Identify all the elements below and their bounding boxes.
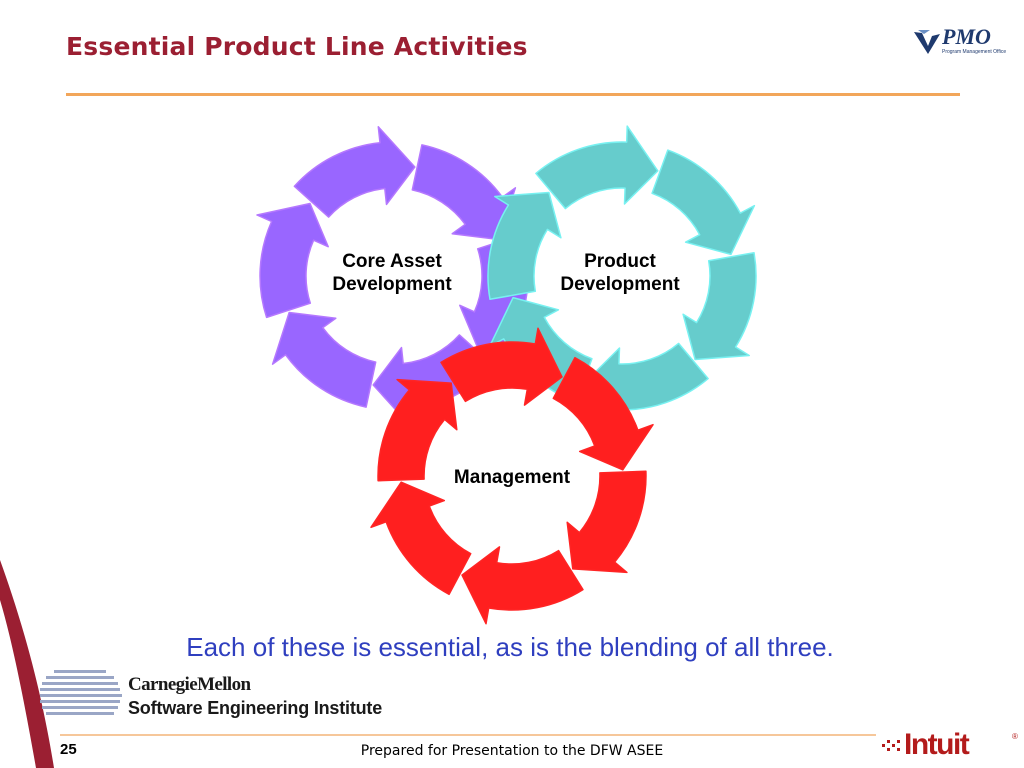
pmo-logo: PMO Program Management Office	[912, 24, 1012, 60]
intuit-logo-text: Intuit	[904, 728, 970, 761]
management-cycle	[370, 327, 654, 625]
cycle-arrow	[256, 202, 329, 319]
slide-title: Essential Product Line Activities	[66, 32, 528, 61]
cycle-arrow	[370, 481, 472, 596]
page-number: 25	[60, 741, 77, 758]
cycle-label-management: Management	[453, 467, 571, 488]
intuit-logo: Intuit ®	[880, 728, 1020, 764]
cycle-label-product-development: Product Development	[560, 251, 680, 295]
cycle-arrow	[271, 311, 377, 408]
cycle-arrow	[377, 378, 458, 482]
cycle-arrow	[293, 126, 416, 218]
cycle-label-core-asset-development: Core Asset Development	[332, 251, 452, 295]
cycle-arrow	[566, 470, 647, 574]
cycle-arrow	[552, 356, 654, 471]
cycle-arrow	[461, 546, 584, 625]
cycle-arrow	[535, 125, 659, 210]
intuit-dots-icon	[882, 740, 900, 751]
cycle-arrow	[440, 327, 563, 406]
cmu-logo-institute: Software Engineering Institute	[128, 698, 383, 718]
cmu-stripes-icon	[40, 670, 122, 715]
footer-text: Prepared for Presentation to the DFW ASE…	[360, 743, 664, 759]
cmu-logo-name: CarnegieMellon	[128, 674, 251, 695]
cmu-sei-logo: CarnegieMellon Software Engineering Inst…	[40, 668, 420, 724]
cycle-arrow	[651, 149, 756, 256]
left-edge-swoosh	[0, 560, 54, 768]
title-divider	[66, 93, 960, 96]
pmo-logo-subtext: Program Management Office	[942, 49, 1007, 55]
slide-caption: Each of these is essential, as is the bl…	[186, 632, 834, 662]
cycle-arrow	[487, 191, 562, 301]
footer-divider	[60, 734, 876, 736]
pmo-logo-text: PMO	[942, 24, 991, 49]
cycle-arrow	[682, 251, 757, 361]
pmo-swoosh-icon	[914, 30, 940, 54]
intuit-registered-mark: ®	[1012, 732, 1018, 741]
